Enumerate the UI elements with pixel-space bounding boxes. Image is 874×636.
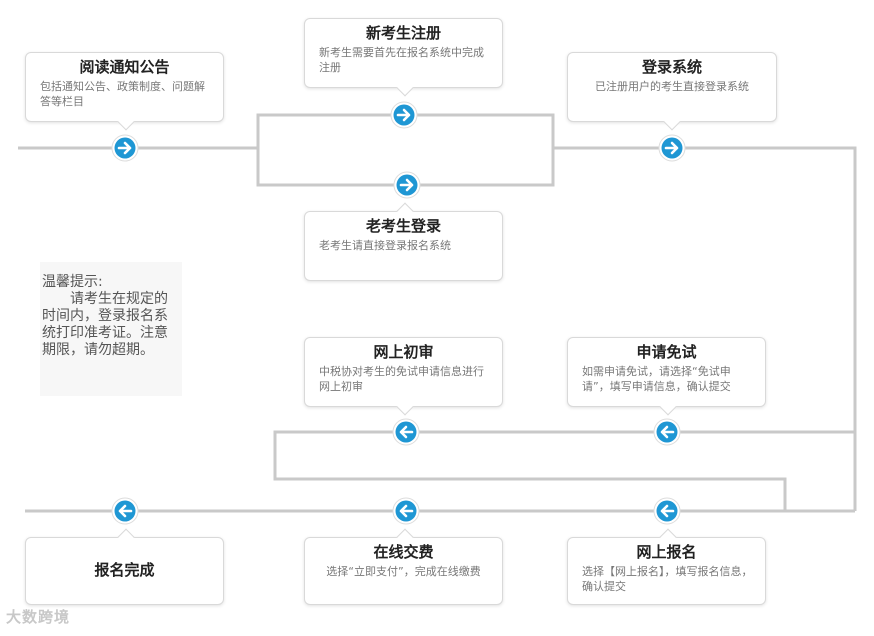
flow-nodes: [111, 101, 686, 525]
step-read-notice: 阅读通知公告 包括通知公告、政策制度、问题解答等栏目: [25, 52, 224, 131]
step-login: 登录系统 已注册用户的考生直接登录系统: [567, 52, 777, 131]
connector-lines: [18, 113, 857, 513]
arrow-right-icon: [111, 134, 139, 162]
step-apply-title: 网上报名: [636, 543, 697, 561]
step-payment: 在线交费 选择“立即支付”，完成在线缴费: [304, 528, 503, 605]
step-read-notice-title: 阅读通知公告: [79, 58, 170, 76]
arrow-left-icon: [653, 418, 681, 446]
step-login-desc: 已注册用户的考生直接登录系统: [595, 80, 749, 93]
arrow-left-icon: [111, 497, 139, 525]
step-old-login: 老考生登录 老考生请直接登录报名系统: [304, 202, 503, 281]
step-new-register-desc: 新考生需要首先在报名系统中完成注册: [319, 46, 484, 74]
reminder-heading: 温馨提示:: [42, 274, 103, 290]
connector-split-loop: [256, 113, 555, 187]
arrow-left-icon: [653, 497, 681, 525]
step-review: 网上初审 中税协对考生的免试申请信息进行网上初审: [304, 337, 503, 416]
arrow-left-icon: [392, 418, 420, 446]
connector-middle-loop: [273, 430, 855, 511]
step-login-title: 登录系统: [641, 58, 702, 76]
arrow-left-icon: [392, 497, 420, 525]
step-apply: 网上报名 选择【网上报名】，填写报名信息，确认提交: [567, 528, 766, 605]
step-exemption: 申请免试 如需申请免试，请选择“免试申请”，填写申请信息，确认提交: [567, 337, 766, 416]
reminder-note: 温馨提示: 请考生在规定的时间内，登录报名系统打印准考证。注意期限，请勿超期。: [40, 262, 182, 396]
step-payment-desc: 选择“立即支付”，完成在线缴费: [326, 565, 481, 578]
arrow-right-icon: [390, 101, 418, 129]
arrow-right-icon: [393, 171, 421, 199]
arrow-right-icon: [658, 134, 686, 162]
step-read-notice-desc: 包括通知公告、政策制度、问题解答等栏目: [40, 80, 205, 108]
reminder-body: 请考生在规定的时间内，登录报名系统打印准考证。注意期限，请勿超期。: [42, 291, 168, 358]
step-apply-desc: 选择【网上报名】，填写报名信息，确认提交: [582, 565, 753, 593]
connector-top-right: [553, 146, 857, 511]
watermark-text: 大数跨境: [6, 608, 71, 626]
step-exemption-title: 申请免试: [636, 343, 697, 361]
watermark-logo: 大数跨境: [6, 606, 70, 627]
step-new-register: 新考生注册 新考生需要首先在报名系统中完成注册: [304, 18, 503, 97]
step-exemption-desc: 如需申请免试，请选择“免试申请”，填写申请信息，确认提交: [582, 365, 731, 393]
step-complete-title: 报名完成: [94, 561, 155, 579]
step-review-desc: 中税协对考生的免试申请信息进行网上初审: [319, 365, 484, 393]
step-review-title: 网上初审: [373, 343, 434, 361]
step-new-register-title: 新考生注册: [365, 24, 441, 42]
step-old-login-desc: 老考生请直接登录报名系统: [319, 239, 451, 252]
step-complete: 报名完成: [25, 528, 224, 605]
step-payment-title: 在线交费: [373, 543, 434, 561]
step-old-login-title: 老考生登录: [365, 217, 441, 235]
